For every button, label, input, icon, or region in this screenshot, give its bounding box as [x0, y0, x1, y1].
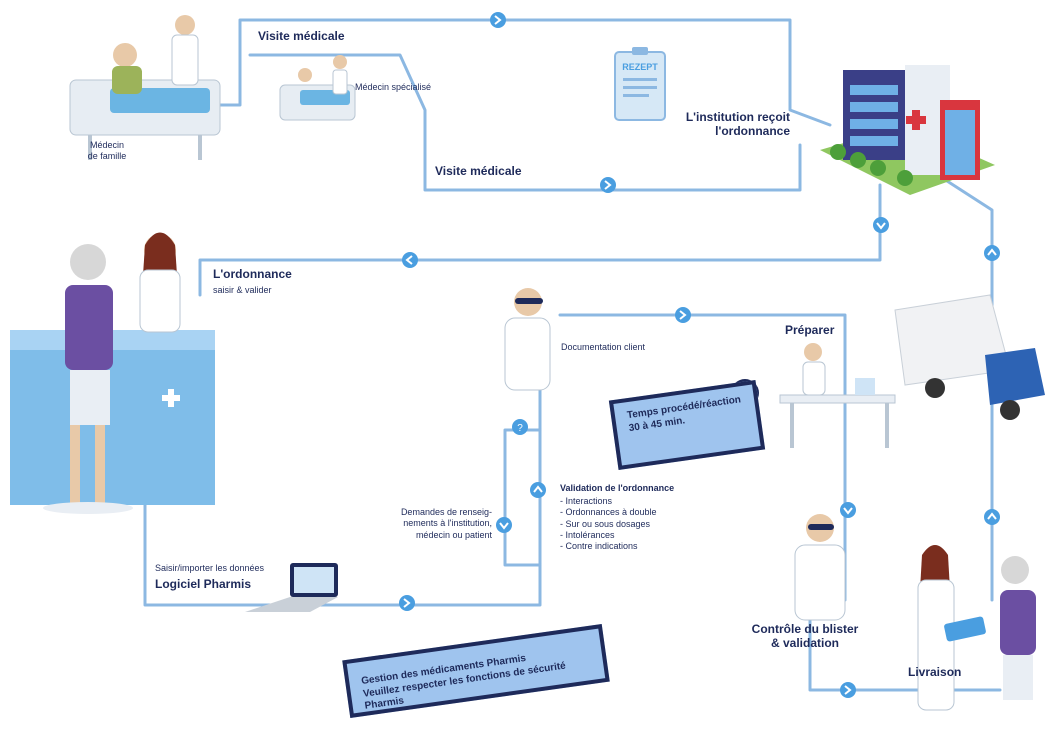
- arrow-right-icon: [840, 682, 856, 698]
- ordonnance-title: L'ordonnance: [213, 267, 292, 281]
- pharmacy-counter-icon: [10, 232, 215, 514]
- livraison-label: Livraison: [908, 665, 962, 679]
- flow-arrows: ?: [399, 12, 1000, 698]
- arrow-right-icon: [600, 177, 616, 193]
- hospital-bed-small-icon: [279, 55, 356, 121]
- pharmacist-icon: [504, 288, 551, 391]
- svg-text:REZEPT: REZEPT: [622, 62, 658, 72]
- preparer-label: Préparer: [785, 323, 835, 337]
- hospital-building-icon: [820, 65, 995, 195]
- arrow-up-icon: [984, 245, 1000, 261]
- medecin-famille-label: Médecin de famille: [87, 140, 127, 161]
- arrow-right-icon: [490, 12, 506, 28]
- arrow-down-icon: [496, 517, 512, 533]
- delivery-scene-icon: [917, 545, 1036, 711]
- controle-label: Contrôle du blister & validation: [751, 622, 859, 651]
- control-pharmacist-icon: [794, 514, 846, 621]
- arrow-right-icon: [399, 595, 415, 611]
- documentation-client-label: Documentation client: [561, 342, 646, 352]
- institution-label: L'institution reçoit l'ordonnance: [685, 110, 790, 139]
- medecin-specialise-label: Médecin spécialisé: [355, 82, 432, 92]
- preparation-bench-icon: [779, 343, 896, 448]
- arrow-right-icon: [675, 307, 691, 323]
- visite-medicale-1-label: Visite médicale: [258, 29, 345, 43]
- logiciel-pharmis-label: Logiciel Pharmis: [155, 577, 252, 591]
- arrow-down-icon: [840, 502, 856, 518]
- validation-title: Validation de l'ordonnance: [560, 483, 675, 493]
- arrow-up-icon: [984, 509, 1000, 525]
- arrow-left-icon: [402, 252, 418, 268]
- laptop-icon: [245, 563, 338, 612]
- arrow-up-icon: [530, 482, 546, 498]
- ordonnance-subtitle: saisir & valider: [213, 285, 272, 295]
- visite-medicale-2-label: Visite médicale: [435, 164, 522, 178]
- validation-items: - Interactions - Ordonnances à double - …: [560, 496, 657, 551]
- question-icon: ?: [512, 419, 528, 435]
- hospital-bed-icon: [69, 15, 221, 160]
- saisir-label: Saisir/importer les données: [155, 563, 265, 573]
- delivery-truck-icon: [894, 294, 1045, 420]
- demandes-label: Demandes de renseig- nements à l'institu…: [400, 507, 492, 540]
- svg-text:?: ?: [517, 423, 523, 434]
- arrow-down-icon: [873, 217, 889, 233]
- prescription-icon: REZEPT: [614, 47, 666, 121]
